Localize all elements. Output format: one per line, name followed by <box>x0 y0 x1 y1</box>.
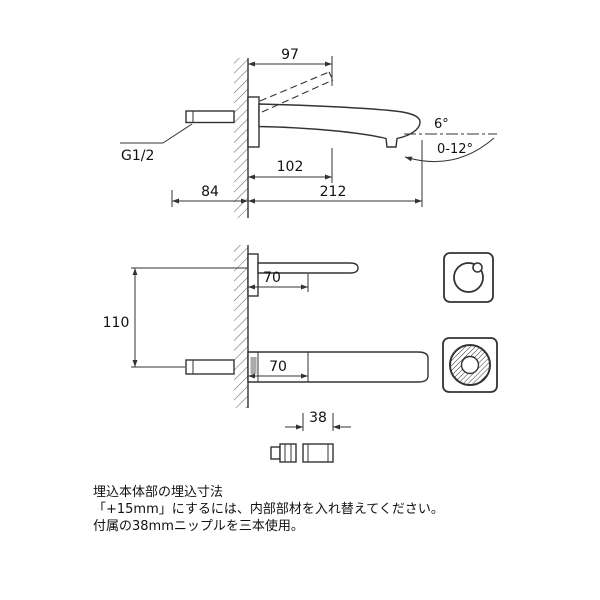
dim-84-label: 84 <box>201 184 219 200</box>
tilted-spout-tip-dashed <box>328 71 334 81</box>
spout-side-view: 97 102 84 212 G1/2 6° 0-12° <box>120 47 497 218</box>
inlet-shank <box>185 359 235 375</box>
installation-side-view: 70 110 70 <box>103 245 498 408</box>
dim-212-label: 212 <box>320 184 347 200</box>
thread-size-label: G1/2 <box>121 148 154 164</box>
handle-plate <box>443 252 494 303</box>
installation-notes: 埋込本体部の埋込寸法 「+15mm」にするには、内部部材を入れ替えてください。 … <box>93 484 444 535</box>
spout-front-view <box>442 337 498 393</box>
tilted-spout-top-dashed <box>259 71 330 102</box>
spout-body <box>258 103 421 148</box>
wall-hatch-section <box>234 58 248 218</box>
nipple-collar <box>270 446 281 460</box>
faucet-dimension-diagram: 97 102 84 212 G1/2 6° 0-12° <box>103 47 498 463</box>
handle-escutcheon <box>247 253 259 297</box>
brand-logo-mark <box>250 357 257 374</box>
note-line-3: 付属の38mmニップルを三本使用。 <box>93 519 304 534</box>
handle-knob <box>472 262 483 273</box>
dim-110-label: 110 <box>103 315 130 331</box>
note-line-1: 埋込本体部の埋込寸法 <box>93 485 224 500</box>
wall-hatch-section <box>234 245 248 408</box>
handle-ring <box>453 262 484 293</box>
dim-102-label: 102 <box>277 159 304 175</box>
handle-lever <box>257 262 359 274</box>
spout-aerator-center <box>460 355 480 375</box>
nipple-body-38mm <box>302 443 334 463</box>
tilted-spout-bottom-dashed <box>261 79 334 113</box>
leader-line <box>162 123 193 144</box>
dim-70-top-label: 70 <box>263 270 281 286</box>
nipple-body-short <box>279 443 297 463</box>
angle-adjust-arrow <box>404 137 495 163</box>
inlet-shank <box>185 110 235 124</box>
note-line-2: 「+15mm」にするには、内部部材を入れ替えてください。 <box>93 502 444 517</box>
dim-38-label: 38 <box>309 410 327 426</box>
handle-front-view <box>443 252 494 303</box>
dim-70-bottom-label: 70 <box>269 359 287 375</box>
angle-range-label: 0-12° <box>437 142 473 157</box>
angle-fixed-label: 6° <box>434 117 449 132</box>
dim-97-label: 97 <box>281 47 299 63</box>
wall-escutcheon <box>247 96 260 148</box>
nipple-parts-view: 38 <box>270 410 351 463</box>
